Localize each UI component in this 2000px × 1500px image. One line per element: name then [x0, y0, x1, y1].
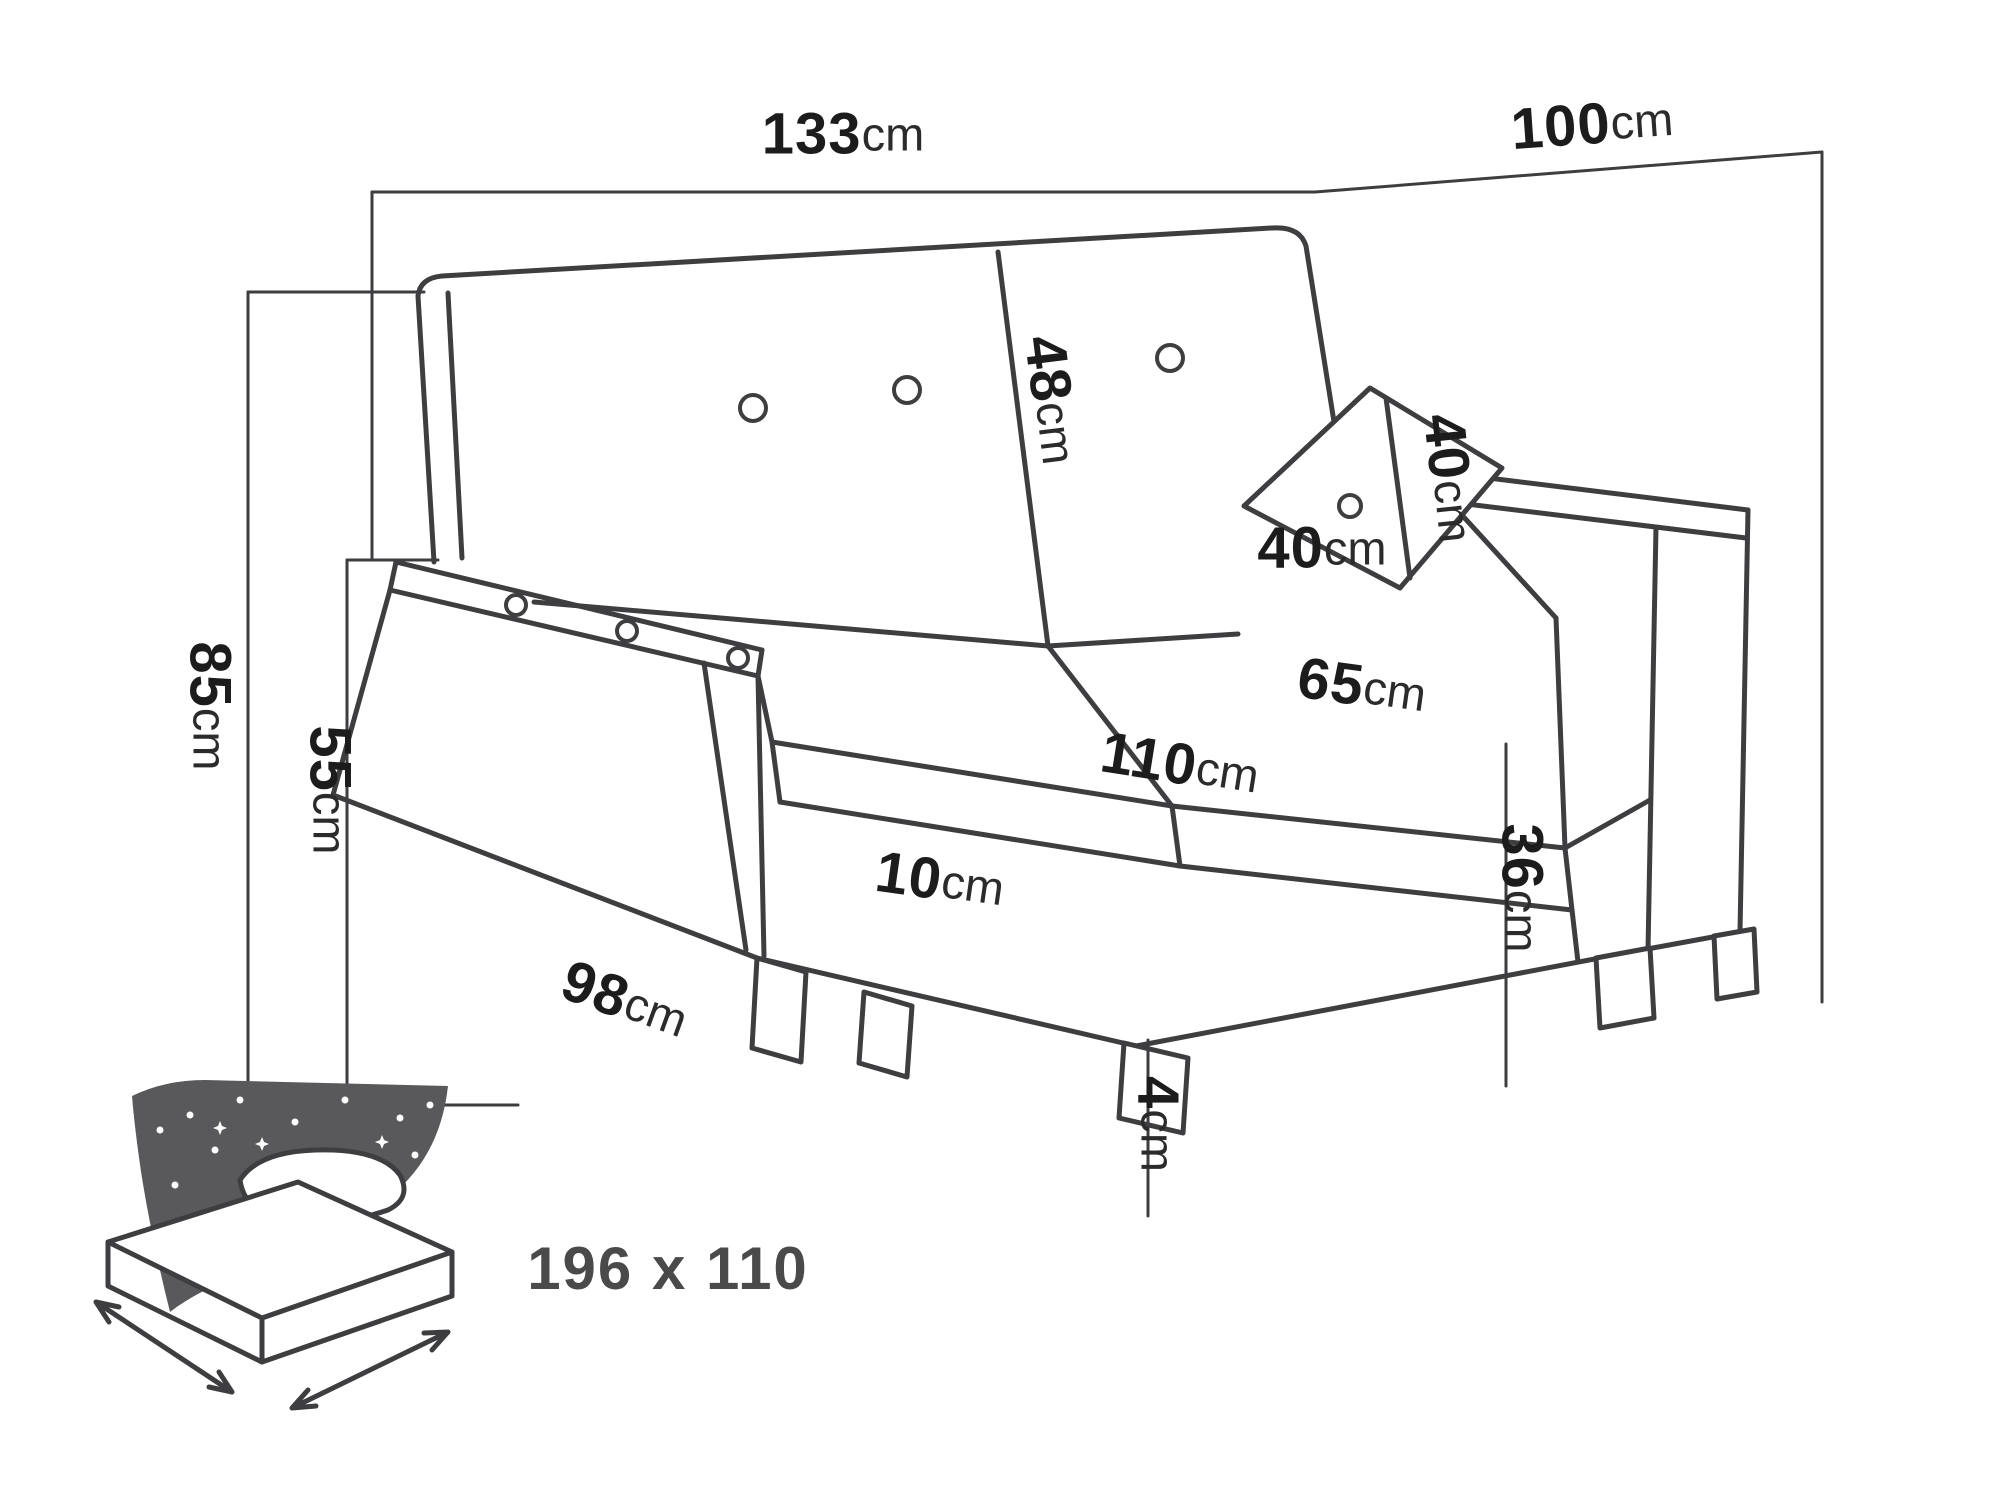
left-arm-band-bottom: [387, 587, 761, 679]
backrest-bottom-right: [1045, 631, 1241, 649]
dimension-inner-lines: [1146, 742, 1508, 1218]
star-dot: [171, 1181, 179, 1189]
seat-front-edge-right: [1169, 803, 1568, 851]
left-arm-band-top: [393, 559, 765, 653]
base-bottom-front-edge: [754, 955, 1139, 1049]
back-button-2: [892, 375, 922, 405]
dimension-labels: 133cm 100cm 85cm 55cm 48cm 40cm 40cm 65c…: [178, 86, 1676, 1172]
width-arrow: [289, 1329, 451, 1411]
star-dot: [341, 1096, 349, 1104]
leg-front-mid-left: [856, 989, 915, 1080]
sofa-bed-function-icon: [93, 1080, 455, 1411]
right-arm-front-edge: [1645, 524, 1659, 953]
label-backrest-height: 48cm: [1012, 332, 1092, 468]
arm-button-3: [726, 646, 750, 670]
leg-right-front: [1593, 945, 1657, 1031]
backrest-bottom-left: [531, 599, 1051, 649]
star-sparkle: [255, 1137, 269, 1151]
seat-center-seam: [1045, 643, 1175, 809]
label-width-top: 133cm: [762, 102, 924, 167]
label-seat-width: 110cm: [1096, 719, 1263, 808]
backrest-left-edge-inner: [445, 290, 465, 561]
left-arm-band-back-cap: [387, 559, 399, 593]
pillow-button: [1337, 493, 1363, 519]
right-arm-inner-edge: [1447, 499, 1559, 621]
base-bottom-front-right-edge: [1133, 947, 1645, 1049]
right-arm-band-top: [1453, 471, 1751, 513]
backrest-left-edge: [415, 293, 437, 565]
backrest-outline: [415, 225, 1345, 475]
star-sparkle: [375, 1135, 389, 1149]
label-base-width: 98cm: [553, 947, 697, 1052]
seat-band-bottom-left: [777, 799, 1183, 869]
star-dot: [211, 1146, 219, 1154]
left-arm-outer-edge: [330, 587, 393, 798]
base-bottom-left-edge: [330, 792, 760, 961]
right-arm-band-bottom: [1447, 499, 1749, 541]
sleeping-area-label: 196 x 110: [527, 1235, 809, 1302]
star-dot: [186, 1111, 194, 1119]
seat-band-seam-cap: [1169, 803, 1183, 869]
label-seat-depth: 65cm: [1294, 645, 1431, 727]
leg-front-mid-right: [1116, 1040, 1191, 1136]
seat-band-left-cap: [769, 739, 783, 805]
arm-button-2: [615, 619, 639, 643]
label-cushion-front: 10cm: [872, 839, 1009, 921]
pillow-outline: [1241, 385, 1505, 591]
left-arm-front-edge-outer: [701, 660, 749, 953]
length-arrow: [93, 1299, 235, 1395]
base-right-corner-edge: [1569, 907, 1581, 965]
star-dot: [291, 1118, 299, 1126]
seat-right-corner-edge: [1562, 797, 1653, 851]
right-arm-outer-edge: [1737, 507, 1751, 935]
star-sparkle: [213, 1121, 227, 1135]
star-dot: [156, 1126, 164, 1134]
label-leg-height: 4cm: [1126, 1076, 1191, 1172]
left-arm-inner-edge: [755, 673, 775, 745]
dim-line-depth-top: [1313, 150, 1824, 194]
seat-band-right-cap: [1562, 845, 1575, 913]
pillow-seam: [1383, 395, 1413, 581]
label-pillow-height: 40cm: [1411, 410, 1489, 545]
dimension-frame: [246, 150, 1824, 1107]
left-arm-front-edge-inner: [755, 673, 767, 959]
arm-button-1: [504, 593, 528, 617]
label-height-armrest: 55cm: [298, 725, 363, 854]
back-button-1: [738, 393, 768, 423]
leg-front-left: [749, 955, 809, 1065]
label-depth-top: 100cm: [1509, 86, 1676, 162]
star-dot: [236, 1096, 244, 1104]
label-height-total: 85cm: [178, 641, 243, 770]
back-button-3: [1155, 343, 1185, 373]
seat-front-edge-left: [769, 739, 1175, 809]
backrest-center-seam: [995, 249, 1051, 649]
label-seat-height: 36cm: [1490, 823, 1555, 952]
star-dot: [426, 1101, 434, 1109]
leg-right-back: [1711, 926, 1760, 1002]
star-dot: [411, 1151, 419, 1159]
star-dot: [396, 1114, 404, 1122]
sofa-drawing: [330, 225, 1760, 1136]
left-arm-band-front-cap: [755, 647, 765, 679]
label-pillow-width: 40cm: [1257, 516, 1386, 581]
seat-right-side-edge: [1553, 615, 1568, 851]
